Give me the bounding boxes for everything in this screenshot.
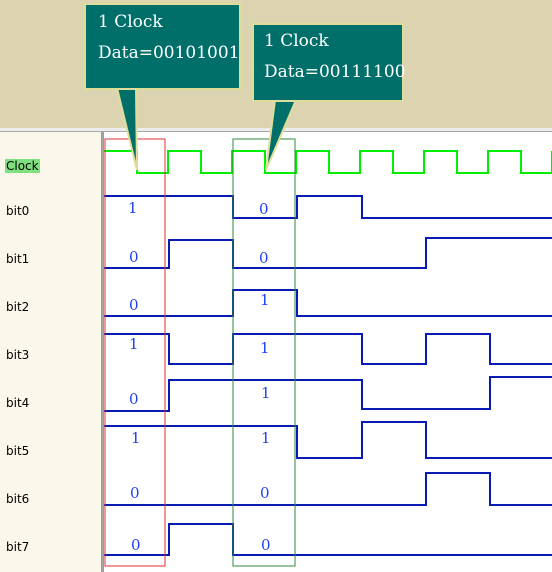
signal-name-bit1[interactable]: bit1	[6, 252, 30, 266]
sample-label-second-bit6: 0	[260, 484, 270, 502]
waveform-panel[interactable]	[104, 132, 552, 572]
signal-names-panel: Clock bit0 bit1 bit2 bit3 bit4 bit5 bit6…	[0, 132, 101, 572]
sample-label-first-bit4: 0	[129, 390, 139, 408]
sample-label-second-bit7: 0	[261, 536, 271, 554]
callout-second	[252, 23, 404, 171]
sample-label-first-bit7: 0	[131, 536, 141, 554]
bit0-waveform	[104, 195, 552, 219]
sample-labels: 1 0 0 1 0 1 0 0 0 0 1 1 1 1 0 0	[128, 199, 271, 554]
signal-name-bit7[interactable]: bit7	[6, 540, 30, 554]
bit4-waveform	[104, 376, 552, 412]
signal-name-bit2[interactable]: bit2	[6, 300, 30, 314]
sample-label-first-bit0: 1	[128, 199, 138, 217]
sample-label-second-bit3: 1	[260, 339, 270, 357]
bit3-waveform	[104, 333, 552, 365]
sample-label-first-bit3: 1	[129, 335, 139, 353]
sample-label-first-bit2: 0	[129, 296, 139, 314]
sample-label-second-bit4: 1	[261, 384, 271, 402]
sample-label-first-bit1: 0	[129, 248, 139, 266]
bit6-waveform	[104, 472, 552, 506]
second-sample-window	[232, 138, 296, 567]
clock-waveform	[104, 150, 552, 174]
bit7-waveform	[104, 523, 552, 556]
sample-label-second-bit5: 1	[261, 429, 271, 447]
sample-label-second-bit0: 0	[259, 200, 269, 218]
signal-name-bit0[interactable]: bit0	[6, 204, 30, 218]
callout-first	[84, 3, 241, 171]
data-waveforms	[104, 195, 552, 556]
sample-label-second-bit2: 1	[260, 291, 270, 309]
signal-name-bit4[interactable]: bit4	[6, 396, 30, 410]
panel-splitter[interactable]	[101, 132, 104, 572]
bit5-waveform	[104, 421, 552, 459]
bit2-waveform	[104, 289, 552, 317]
signal-name-bit5[interactable]: bit5	[6, 444, 30, 458]
signal-name-bit3[interactable]: bit3	[6, 348, 30, 362]
signal-name-bit6[interactable]: bit6	[6, 492, 30, 506]
sample-label-first-bit6: 0	[130, 484, 140, 502]
sample-label-first-bit5: 1	[131, 429, 141, 447]
sample-label-second-bit1: 0	[259, 249, 269, 267]
bit1-waveform	[104, 237, 552, 269]
signal-name-clock[interactable]: Clock	[5, 159, 40, 173]
